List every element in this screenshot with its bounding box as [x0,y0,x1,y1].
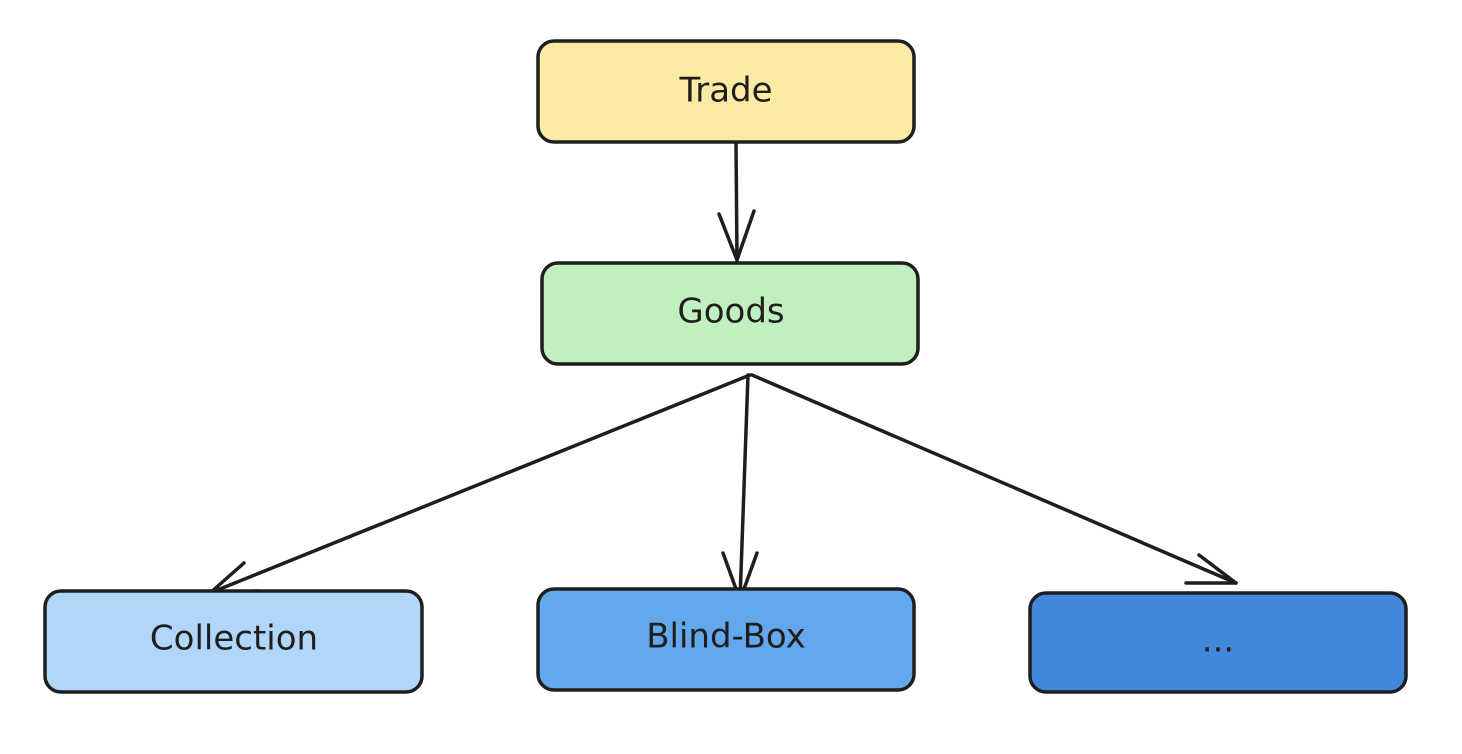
blind-box-label: Blind-Box [646,617,806,657]
goods-box [540,261,920,366]
more-box [1028,591,1408,694]
trade-box [536,39,916,144]
collection-label: Collection [150,619,318,659]
node-collection: Collection [43,589,424,694]
edges [208,140,1238,602]
trade-label: Trade [678,71,772,111]
node-blind-box: Blind-Box [536,587,916,692]
node-goods: Goods [540,261,920,366]
goods-label: Goods [677,292,784,332]
blind-box-box [536,587,916,692]
edge-goods-to-collection [208,373,752,595]
node-trade: Trade [536,39,916,144]
collection-box [43,589,424,694]
node-more: ... [1028,591,1408,694]
edge-goods-to-more [750,373,1238,585]
edge-trade-to-goods [717,140,756,262]
more-label: ... [1202,621,1234,661]
edge-goods-to-blind-box [721,373,759,602]
